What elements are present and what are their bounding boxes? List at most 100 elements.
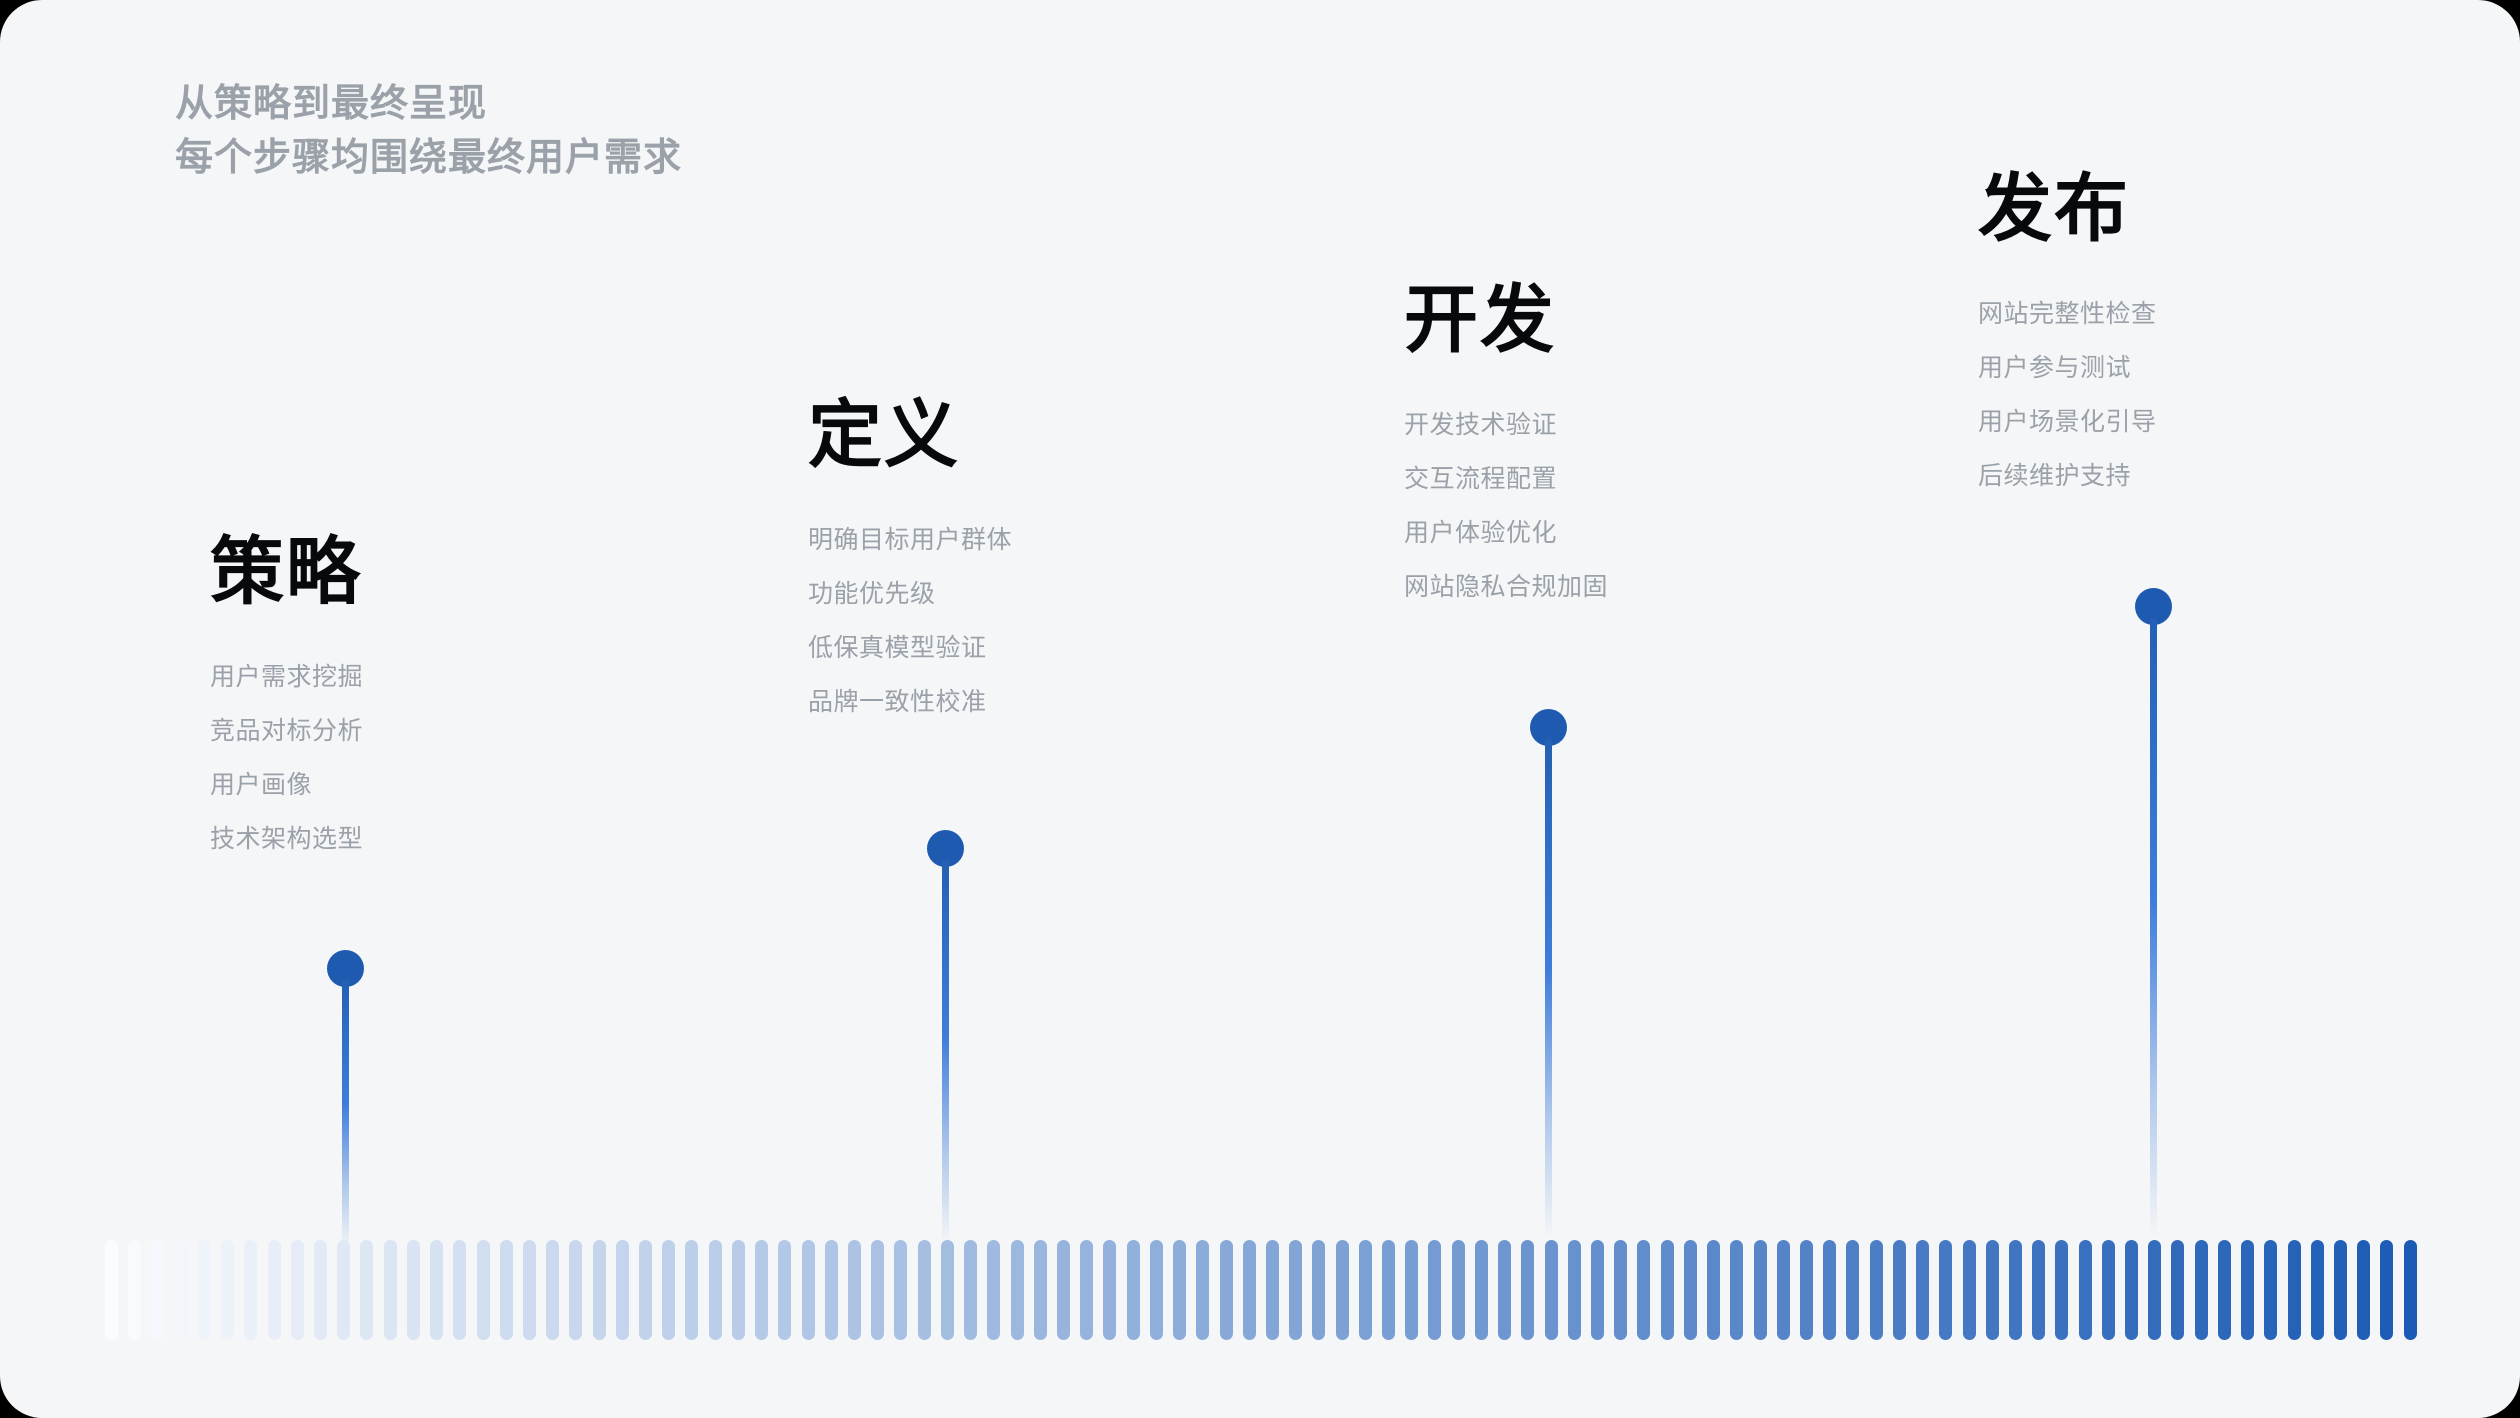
gradient-bar	[546, 1240, 560, 1340]
gradient-bar	[2148, 1240, 2162, 1340]
gradient-bar	[1730, 1240, 1744, 1340]
gradient-bar	[2241, 1240, 2255, 1340]
stage-item-list: 网站完整性检查 用户参与测试 用户场景化引导 后续维护支持	[1978, 302, 2157, 489]
gradient-bar	[1474, 1240, 1488, 1340]
gradient-bar	[662, 1240, 676, 1340]
stage-item: 后续维护支持	[1978, 462, 2132, 490]
gradient-bar	[1358, 1240, 1372, 1340]
gradient-bar	[2101, 1240, 2115, 1340]
stage-item: 明确目标用户群体	[808, 526, 1013, 554]
stage-item: 功能优先级	[808, 580, 936, 608]
gradient-bar	[406, 1240, 420, 1340]
gradient-bar	[1056, 1240, 1070, 1340]
gradient-bar	[1382, 1240, 1396, 1340]
gradient-bar	[1591, 1240, 1604, 1340]
gradient-bar	[105, 1240, 118, 1340]
gradient-bar	[383, 1240, 397, 1340]
gradient-bar	[1637, 1240, 1651, 1340]
stage-item: 网站完整性检查	[1978, 300, 2157, 328]
gradient-bar	[755, 1240, 769, 1340]
gradient-bar	[1149, 1240, 1163, 1340]
stage-item: 用户体验优化	[1404, 519, 1558, 547]
gradient-bar	[1312, 1240, 1326, 1340]
gradient-bar	[639, 1240, 653, 1340]
header-line-1: 从策略到最终呈现	[175, 83, 488, 125]
gradient-bar	[1660, 1240, 1674, 1340]
gradient-bar	[1614, 1240, 1628, 1340]
gradient-bar	[848, 1240, 861, 1340]
gradient-bar	[2403, 1240, 2417, 1340]
gradient-bar	[1846, 1240, 1860, 1340]
gradient-bar	[1080, 1240, 1094, 1340]
stage-title: 定义	[808, 393, 960, 476]
gradient-bar	[2055, 1240, 2069, 1340]
marker-stem	[942, 860, 949, 1245]
stage-item-list: 明确目标用户群体 功能优先级 低保真模型验证 品牌一致性校准	[808, 528, 1012, 715]
gradient-bar-row	[105, 1240, 2417, 1340]
gradient-bar	[2357, 1240, 2371, 1340]
gradient-bar	[128, 1240, 142, 1340]
gradient-bar	[778, 1240, 792, 1340]
stage-title: 发布	[1978, 167, 2130, 250]
gradient-bar	[1265, 1240, 1279, 1340]
gradient-bar	[592, 1240, 606, 1340]
gradient-bar	[1173, 1240, 1187, 1340]
stage-item: 用户画像	[210, 771, 313, 799]
stage-item: 低保真模型验证	[808, 634, 987, 662]
stage-item: 交互流程配置	[1404, 465, 1558, 493]
gradient-bar	[2264, 1240, 2278, 1340]
gradient-bar	[1335, 1240, 1349, 1340]
gradient-bar	[267, 1240, 281, 1340]
gradient-bar	[1753, 1240, 1767, 1340]
gradient-bar	[1567, 1240, 1581, 1340]
gradient-bar	[708, 1240, 722, 1340]
gradient-bar	[987, 1240, 1001, 1340]
stage-item: 竞品对标分析	[210, 717, 364, 745]
gradient-bar	[1707, 1240, 1721, 1340]
gradient-bar	[499, 1240, 513, 1340]
stage-define: 定义 明确目标用户群体 功能优先级 低保真模型验证 品牌一致性校准	[808, 398, 1012, 715]
gradient-bar	[174, 1240, 188, 1340]
stage-item: 品牌一致性校准	[808, 688, 987, 716]
gradient-bar	[871, 1240, 885, 1340]
gradient-bar	[1776, 1240, 1790, 1340]
stage-develop: 开发 开发技术验证 交互流程配置 用户体验优化 网站隐私合规加固	[1404, 283, 1608, 600]
gradient-bar	[731, 1240, 745, 1340]
stage-item: 开发技术验证	[1404, 411, 1558, 439]
gradient-bar	[894, 1240, 908, 1340]
gradient-bar	[1405, 1240, 1419, 1340]
gradient-bar	[615, 1240, 629, 1340]
gradient-bar	[569, 1240, 583, 1340]
gradient-bar	[1242, 1240, 1256, 1340]
gradient-bar	[2194, 1240, 2208, 1340]
stage-item-list: 用户需求挖掘 竞品对标分析 用户画像 技术架构选型	[210, 665, 363, 852]
gradient-bar	[476, 1240, 490, 1340]
gradient-bar	[1428, 1240, 1442, 1340]
gradient-bar	[430, 1240, 444, 1340]
gradient-bar	[221, 1240, 235, 1340]
stage-strategy: 策略 用户需求挖掘 竞品对标分析 用户画像 技术架构选型	[210, 535, 363, 852]
gradient-bar	[360, 1240, 374, 1340]
gradient-bar	[2380, 1240, 2394, 1340]
gradient-bar	[1939, 1240, 1953, 1340]
stage-item: 用户需求挖掘	[210, 663, 364, 691]
gradient-bar	[1521, 1240, 1535, 1340]
gradient-bar	[824, 1240, 838, 1340]
gradient-bar	[313, 1240, 327, 1340]
gradient-bar	[1010, 1240, 1024, 1340]
gradient-bar	[2078, 1240, 2092, 1340]
gradient-bar	[2008, 1240, 2022, 1340]
gradient-bar	[1823, 1240, 1837, 1340]
gradient-bar	[2334, 1240, 2347, 1340]
gradient-bar	[522, 1240, 536, 1340]
marker-stem	[342, 980, 349, 1250]
gradient-bar	[1916, 1240, 1930, 1340]
gradient-bar	[801, 1240, 815, 1340]
gradient-bar	[2287, 1240, 2301, 1340]
gradient-bar	[453, 1240, 467, 1340]
gradient-bar	[964, 1240, 978, 1340]
gradient-bar	[1544, 1240, 1558, 1340]
stage-item: 网站隐私合规加固	[1404, 573, 1609, 601]
gradient-bar	[290, 1240, 304, 1340]
gradient-bar	[1869, 1240, 1883, 1340]
